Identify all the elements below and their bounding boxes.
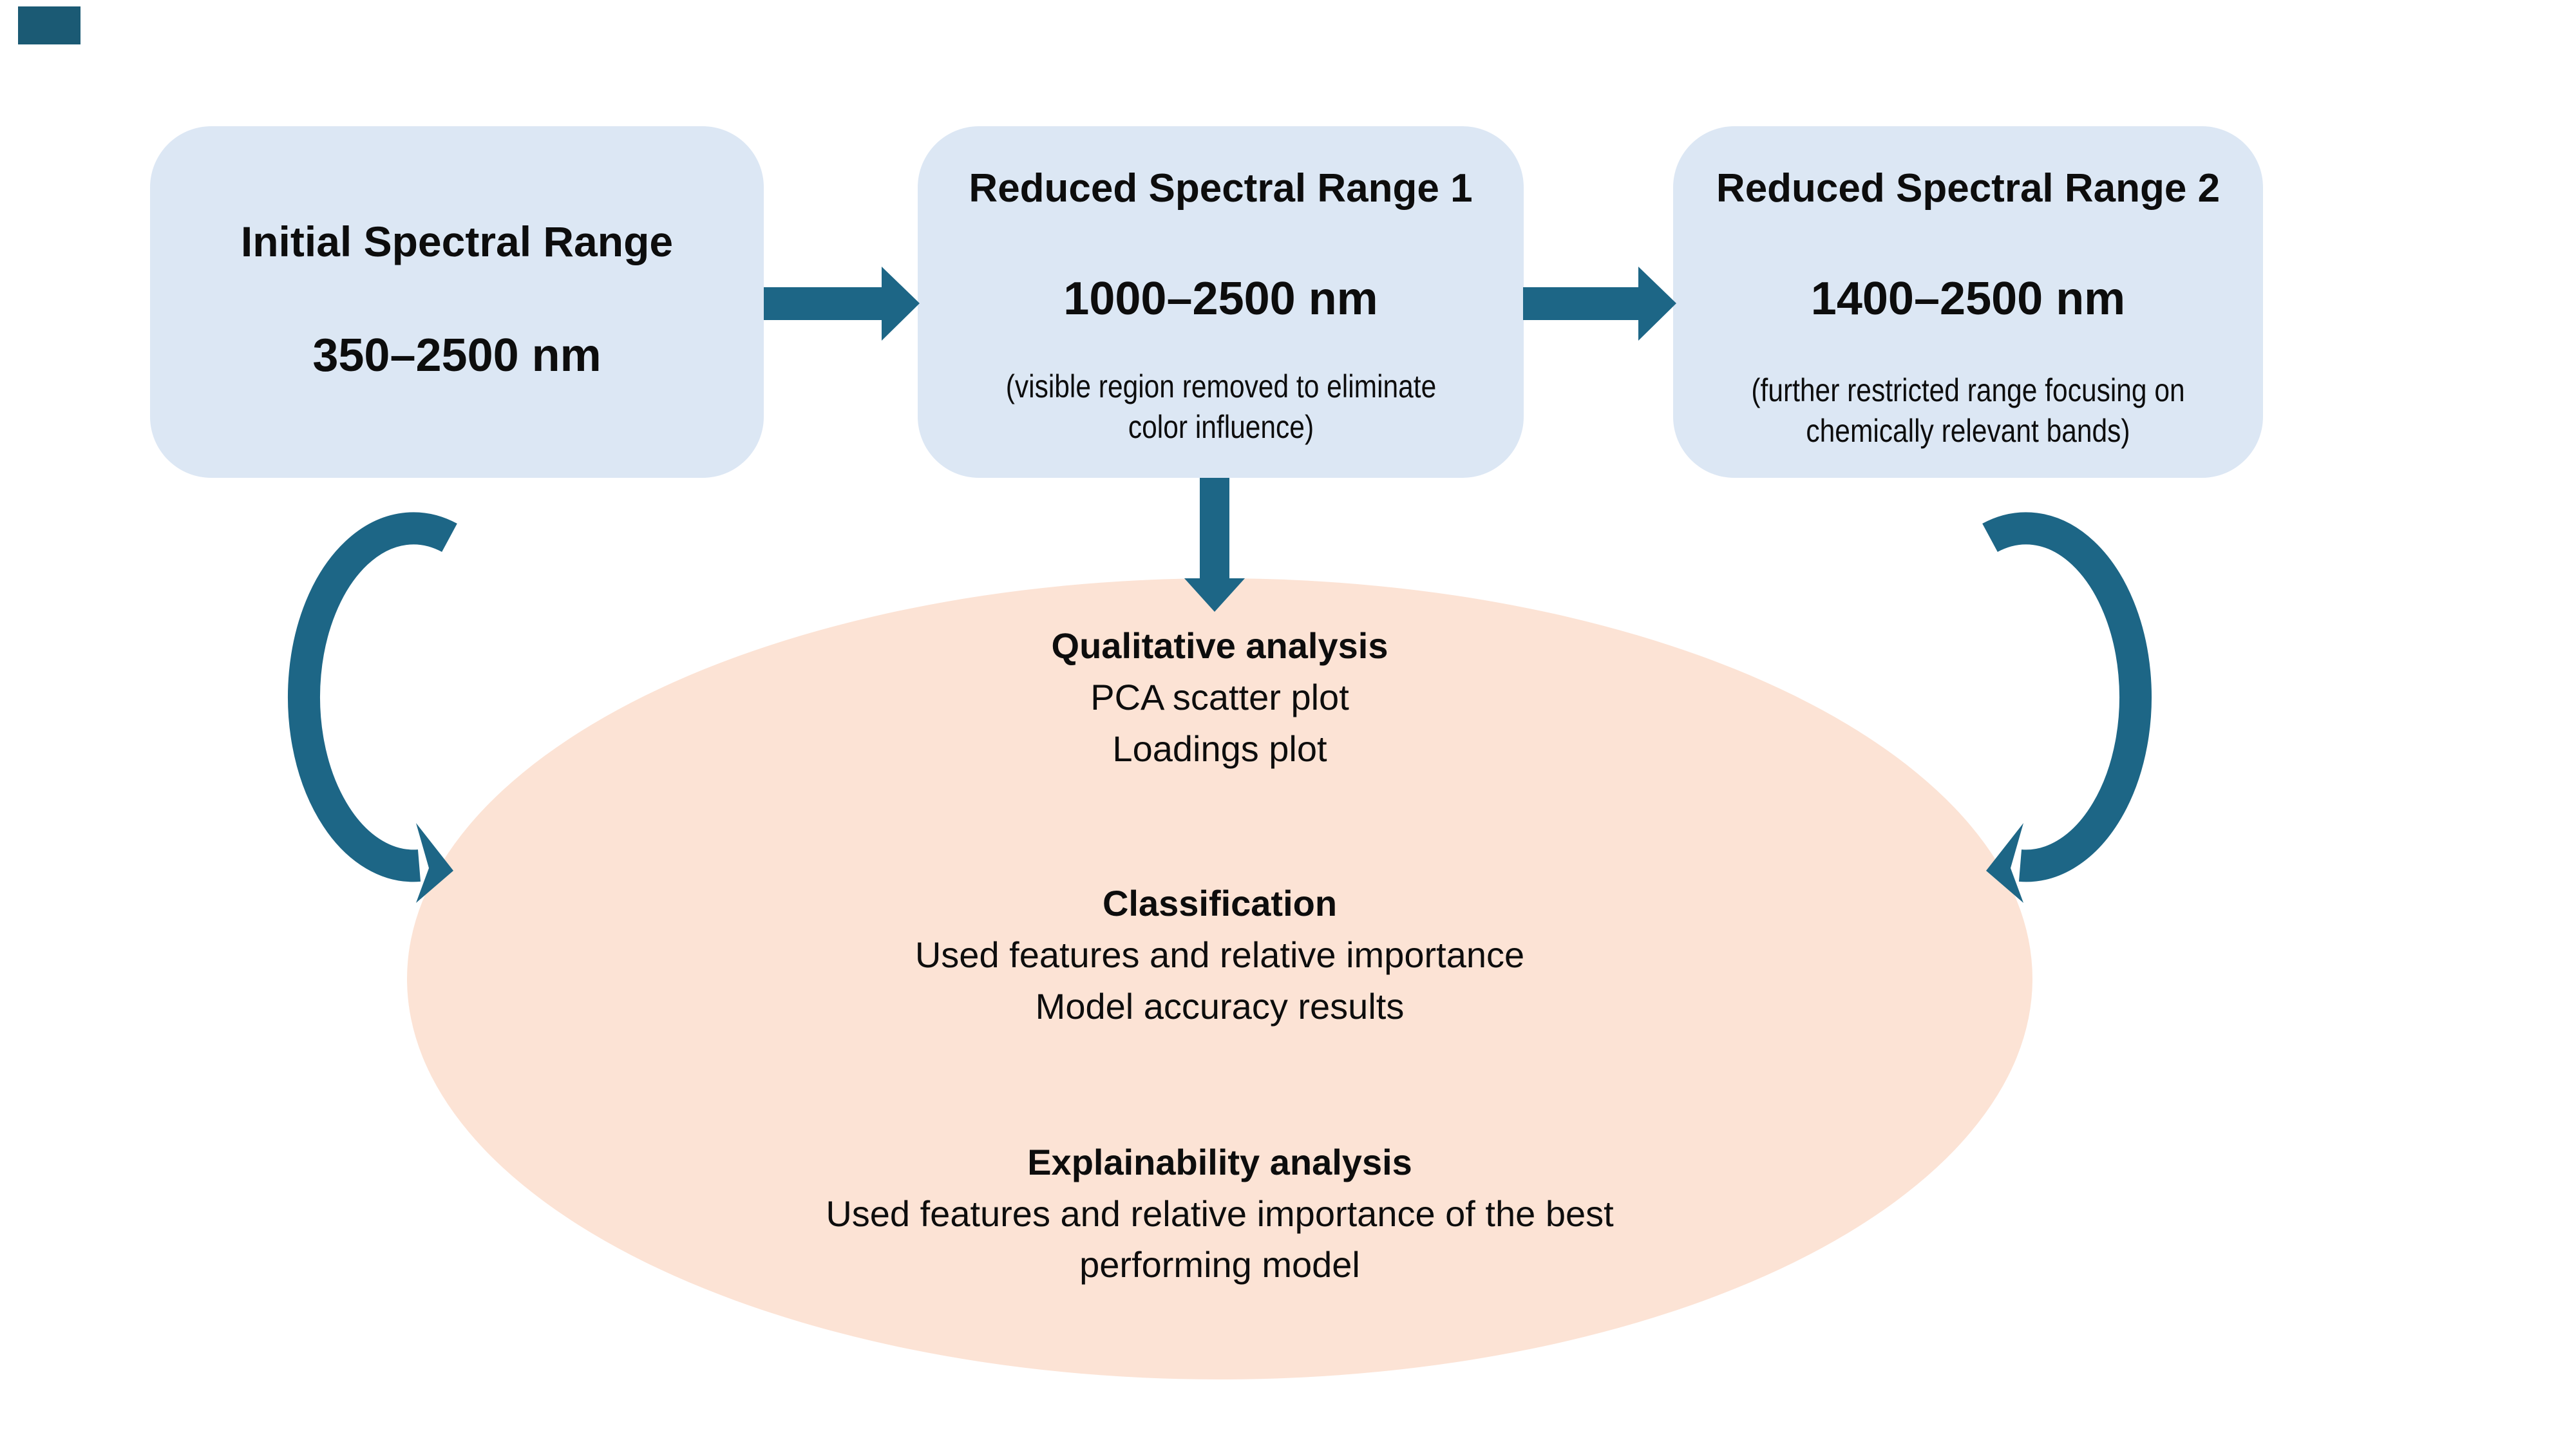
box-title: Initial Spectral Range (240, 218, 674, 265)
section-line: Model accuracy results (1035, 986, 1405, 1027)
section-title-classification: Classification (1102, 883, 1338, 923)
box-title: Reduced Spectral Range 1 (969, 166, 1473, 211)
box-range: 1400–2500 nm (1810, 273, 2126, 325)
box-note-line: (visible region removed to eliminate (1005, 368, 1436, 404)
section-line: Used features and relative importance of… (826, 1193, 1614, 1234)
corner-artifact-square (18, 6, 80, 44)
curved-arrow-right-icon (1982, 512, 2152, 882)
right-arrow-icon-1 (764, 267, 920, 341)
box-initial-spectral-range: Initial Spectral Range 350–2500 nm (150, 126, 764, 478)
curved-arrow-left-head-icon (416, 823, 453, 903)
right-arrow-icon-2 (1523, 267, 1676, 341)
box-note-line: chemically relevant bands) (1806, 413, 2130, 449)
section-line: PCA scatter plot (1090, 677, 1349, 717)
box-range: 1000–2500 nm (1063, 273, 1378, 325)
section-line: performing model (1079, 1244, 1360, 1285)
box-note-line: (further restricted range focusing on (1751, 372, 2185, 408)
curved-arrow-right-head-icon (1986, 823, 2023, 903)
box-reduced-spectral-range-2: Reduced Spectral Range 2 1400–2500 nm (f… (1673, 126, 2263, 478)
box-title: Reduced Spectral Range 2 (1716, 166, 2221, 211)
section-line: Loadings plot (1112, 728, 1327, 769)
analysis-ellipse (407, 578, 2032, 1379)
box-note-line: color influence) (1128, 409, 1314, 445)
box-reduced-spectral-range-1: Reduced Spectral Range 1 1000–2500 nm (v… (918, 126, 1524, 478)
section-title-qualitative: Qualitative analysis (1051, 625, 1388, 666)
curved-arrow-left-icon (288, 512, 457, 882)
section-line: Used features and relative importance (914, 934, 1525, 975)
box-range: 350–2500 nm (312, 330, 601, 381)
down-arrow-icon (1184, 478, 1245, 612)
section-title-explainability: Explainability analysis (1027, 1142, 1412, 1182)
